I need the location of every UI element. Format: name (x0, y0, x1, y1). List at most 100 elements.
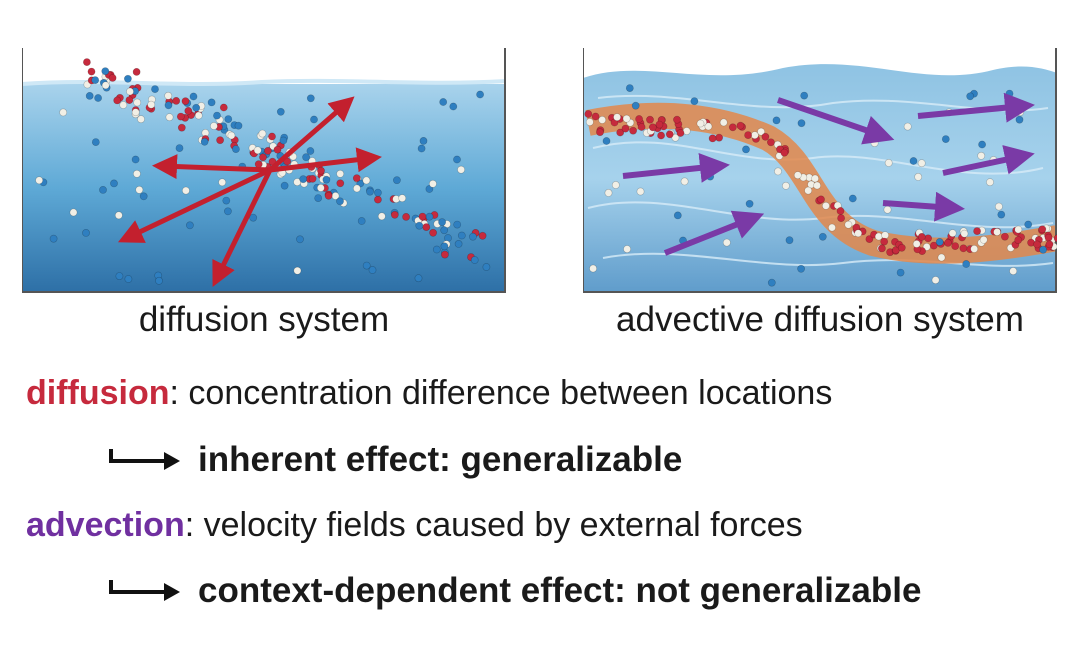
particle (584, 110, 593, 118)
particle (82, 228, 90, 237)
particle (903, 122, 912, 131)
particle (113, 96, 122, 105)
particle (960, 229, 969, 238)
particle (922, 242, 931, 251)
advective-tank (583, 48, 1057, 293)
particle (622, 114, 631, 123)
particle (1024, 220, 1033, 229)
particle (585, 118, 594, 126)
diffusion-arrow (152, 154, 271, 180)
particle (604, 188, 613, 197)
particle (1016, 108, 1024, 117)
particle (696, 119, 705, 128)
particle (774, 167, 782, 176)
particle (646, 115, 654, 124)
particle (224, 115, 233, 123)
diffusion-arrow (117, 167, 272, 243)
particle (648, 123, 657, 132)
particle (147, 100, 156, 109)
particle (948, 229, 957, 238)
particle (419, 137, 428, 145)
particle (881, 231, 889, 240)
particle (377, 212, 386, 221)
particle (1053, 234, 1057, 243)
diffusion-description: : concentration difference between locat… (169, 374, 833, 412)
particle (181, 97, 190, 106)
particle (165, 113, 174, 122)
particle (621, 124, 630, 133)
advection-description: : velocity fields caused by external for… (184, 506, 803, 544)
particle (135, 185, 144, 194)
diffusion-tank (22, 48, 506, 293)
advection-definition: advection: velocity fields caused by ext… (26, 506, 803, 545)
particle (259, 153, 267, 162)
particle (611, 181, 620, 189)
particle (589, 264, 598, 273)
particle (425, 185, 434, 193)
particle (336, 169, 345, 178)
particle (665, 130, 674, 139)
particle (870, 139, 879, 147)
particle (299, 175, 308, 184)
particle (336, 197, 344, 206)
particle (736, 121, 745, 130)
particle (172, 97, 181, 105)
particle (418, 212, 427, 221)
particle (133, 169, 141, 178)
particle (114, 211, 123, 220)
particle (438, 218, 446, 227)
particle (1039, 245, 1047, 254)
advection-arrow (882, 191, 965, 222)
particle (422, 223, 431, 231)
particle (941, 135, 950, 143)
particle (207, 98, 216, 107)
particle (293, 178, 302, 186)
particle (263, 147, 272, 155)
particle (108, 73, 117, 82)
particle (457, 231, 466, 240)
particle (671, 133, 680, 142)
particle (591, 112, 600, 121)
particle (478, 231, 487, 240)
particle (194, 111, 203, 120)
particle (453, 155, 461, 164)
particle (185, 221, 194, 230)
particle (362, 261, 371, 270)
particle (655, 120, 664, 129)
particle (797, 264, 805, 273)
particle (439, 98, 448, 106)
particle (428, 179, 437, 188)
advection-effect-line: context-dependent effect: not generaliza… (108, 571, 921, 613)
particle (680, 177, 689, 186)
particle (155, 276, 163, 285)
particle (176, 112, 185, 121)
advection-arrow (622, 152, 730, 183)
particle (293, 266, 302, 275)
particle (935, 238, 944, 246)
particle (139, 192, 148, 201)
diffusion-arrow (269, 147, 382, 173)
particle (1015, 115, 1024, 124)
particle (931, 276, 940, 284)
particle (336, 179, 345, 188)
particle (708, 134, 717, 143)
particle (151, 85, 159, 93)
particle (126, 87, 134, 96)
particle (132, 67, 141, 76)
particle (177, 123, 186, 132)
particle (909, 157, 918, 165)
particle (828, 223, 836, 232)
diffusion-arrows (117, 96, 382, 287)
particle (880, 237, 889, 246)
particle (482, 263, 491, 271)
particle (896, 268, 905, 277)
particle (690, 97, 699, 106)
particle (87, 67, 96, 76)
particle (722, 238, 731, 247)
particle (352, 174, 361, 183)
particle (35, 176, 44, 185)
particle (268, 132, 276, 141)
particle (119, 101, 128, 109)
particle (314, 194, 323, 202)
advection-arrows (622, 92, 1035, 256)
